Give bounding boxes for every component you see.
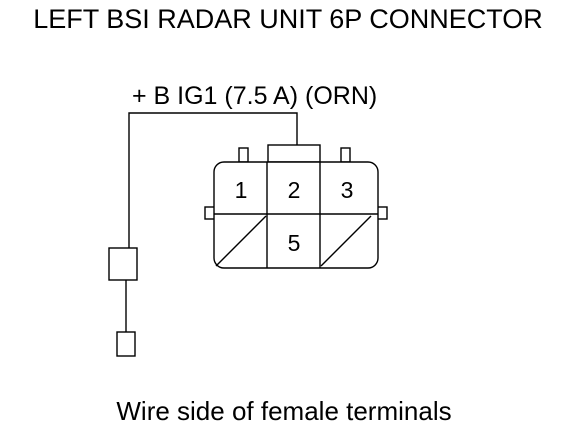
housing-tab-right — [340, 147, 351, 163]
probe-lower-terminal — [116, 331, 136, 357]
wire-label: + B IG1 (7.5 A) (ORN) — [132, 82, 377, 110]
pin-2-label: 2 — [288, 177, 301, 203]
cavity-6-unused-mark — [320, 215, 372, 267]
pin-1-label: 1 — [235, 177, 248, 203]
housing-lock — [267, 144, 321, 163]
diagram-caption: Wire side of female terminals — [116, 396, 451, 426]
housing-body — [213, 161, 379, 269]
pin-5-label: 5 — [288, 230, 301, 256]
diagram-title: LEFT BSI RADAR UNIT 6P CONNECTOR — [33, 4, 543, 34]
housing-tab-left — [238, 147, 249, 163]
pin-3-label: 3 — [341, 177, 354, 203]
connector-housing — [204, 144, 388, 269]
probe-upper-body — [108, 247, 138, 281]
cavity-4-unused-mark — [215, 215, 267, 267]
wire-line — [128, 112, 298, 248]
